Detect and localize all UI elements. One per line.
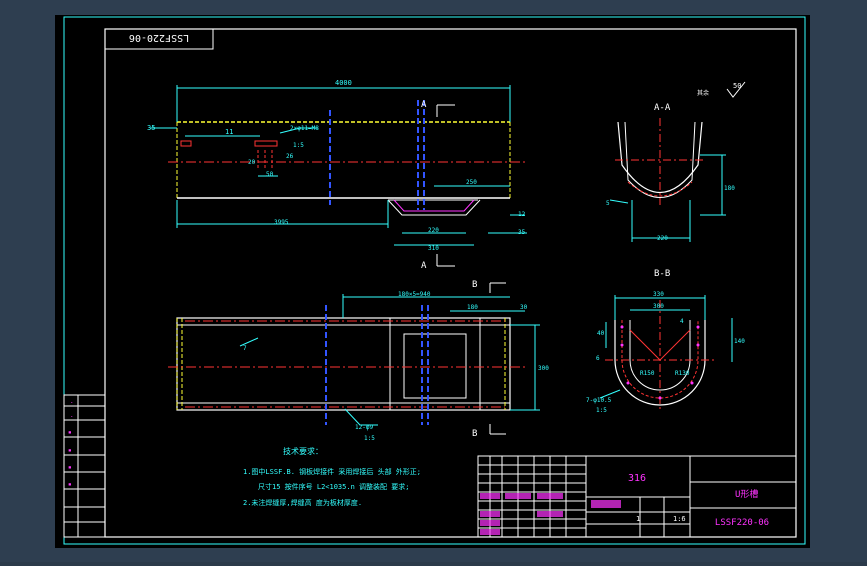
section-a-dims: 5 180 220 bbox=[606, 185, 735, 242]
outer-border bbox=[63, 16, 806, 545]
svg-text:其余: 其余 bbox=[697, 89, 709, 97]
svg-text:220: 220 bbox=[657, 235, 668, 242]
front-view-dims: 4000 35 11 2×φ11=M8 1:5 20 26 50 250 220… bbox=[147, 79, 526, 252]
cut-a-bottom: A bbox=[421, 261, 427, 271]
svg-text:12: 12 bbox=[518, 211, 526, 218]
left-margin-table bbox=[63, 394, 106, 538]
svg-text:250: 250 bbox=[466, 179, 477, 186]
svg-text:30: 30 bbox=[520, 304, 528, 311]
material-cell: 316 bbox=[628, 473, 646, 484]
code-stamp: LSSF220-06 bbox=[129, 32, 189, 43]
svg-text:▪: ▪ bbox=[68, 464, 72, 471]
section-b-label: B-B bbox=[654, 269, 670, 279]
drawing-number-cell: LSSF220-06 bbox=[715, 518, 769, 528]
svg-text:5: 5 bbox=[606, 200, 610, 207]
top-view[interactable] bbox=[168, 282, 540, 435]
svg-text:7: 7 bbox=[243, 345, 247, 352]
part-name-cell: U形槽 bbox=[735, 488, 758, 500]
svg-text:▪: ▪ bbox=[68, 481, 72, 488]
svg-text:220: 220 bbox=[428, 227, 439, 234]
svg-text:180×5=940: 180×5=940 bbox=[398, 291, 431, 298]
svg-text:12-φ9: 12-φ9 bbox=[355, 424, 373, 431]
svg-text:6: 6 bbox=[596, 355, 600, 362]
svg-text:310: 310 bbox=[428, 245, 439, 252]
svg-text:3995: 3995 bbox=[274, 219, 289, 226]
svg-text:180: 180 bbox=[724, 185, 735, 192]
front-view[interactable] bbox=[150, 85, 527, 267]
svg-text:4000: 4000 bbox=[335, 79, 352, 87]
qty-cell: 1 bbox=[636, 515, 640, 523]
section-b-dims: 330 300 4 140 R150 R130 40 6 7-φ10.5 1:5 bbox=[586, 291, 745, 414]
cut-a-top: A bbox=[421, 100, 427, 110]
code-stamp-box bbox=[104, 28, 214, 50]
cut-b-bottom: B bbox=[472, 429, 477, 439]
svg-text:35: 35 bbox=[518, 229, 526, 236]
title-block[interactable] bbox=[477, 455, 797, 538]
svg-text:26: 26 bbox=[286, 153, 294, 160]
svg-text:300: 300 bbox=[653, 303, 664, 310]
section-a-label: A-A bbox=[654, 103, 671, 113]
svg-text:40: 40 bbox=[597, 330, 605, 337]
svg-text:▪: ▪ bbox=[68, 447, 72, 454]
svg-text:300: 300 bbox=[538, 365, 549, 372]
section-a-a[interactable] bbox=[609, 118, 726, 242]
svg-text:1:5: 1:5 bbox=[364, 435, 375, 442]
svg-text:140: 140 bbox=[734, 338, 745, 345]
svg-text:7-φ10.5: 7-φ10.5 bbox=[586, 397, 612, 404]
svg-text:尺寸15 按件序号 L2<1035.n 调整装配 要求;: 尺寸15 按件序号 L2<1035.n 调整装配 要求; bbox=[258, 482, 409, 491]
svg-text:50: 50 bbox=[266, 171, 274, 178]
cut-b-top: B bbox=[472, 280, 477, 290]
svg-text:R130: R130 bbox=[675, 370, 690, 377]
roughness-symbol: 50 其余 bbox=[697, 81, 746, 98]
title-block-marks bbox=[480, 493, 621, 535]
left-margin-labels: . . ▪ ▪ ▪ ▪ bbox=[68, 398, 74, 488]
svg-text:330: 330 bbox=[653, 291, 664, 298]
svg-text:▪: ▪ bbox=[68, 429, 72, 436]
svg-text:35: 35 bbox=[147, 124, 155, 132]
svg-text:2.未注焊缝厚,焊缝高 度为板材厚度.: 2.未注焊缝厚,焊缝高 度为板材厚度. bbox=[243, 498, 362, 507]
svg-text:技术要求：: 技术要求： bbox=[283, 446, 323, 456]
top-view-dims: 180×5=940 180 30 7 300 12-φ9 1:5 bbox=[243, 291, 549, 442]
svg-text:1:5: 1:5 bbox=[293, 142, 304, 149]
svg-text:2×φ11=M8: 2×φ11=M8 bbox=[290, 125, 319, 132]
svg-text:1:5: 1:5 bbox=[596, 407, 607, 414]
svg-text:50: 50 bbox=[733, 82, 741, 90]
svg-text:20: 20 bbox=[248, 159, 256, 166]
paper-sheet bbox=[55, 15, 810, 548]
svg-text:1.图中LSSF.B. 钢板焊接件 采用焊接后 头部 外形正: 1.图中LSSF.B. 钢板焊接件 采用焊接后 头部 外形正; bbox=[243, 467, 421, 476]
svg-text:R150: R150 bbox=[640, 370, 655, 377]
svg-text:.: . bbox=[70, 412, 74, 419]
scale-cell: 1:6 bbox=[673, 515, 686, 523]
svg-text:180: 180 bbox=[467, 304, 478, 311]
section-b-b[interactable] bbox=[599, 295, 733, 410]
svg-text:11: 11 bbox=[225, 128, 233, 136]
technical-notes: 技术要求： 1.图中LSSF.B. 钢板焊接件 采用焊接后 头部 外形正; 尺寸… bbox=[243, 446, 421, 507]
inner-border bbox=[104, 28, 797, 538]
svg-text:4: 4 bbox=[680, 318, 684, 325]
svg-text:.: . bbox=[70, 398, 74, 405]
